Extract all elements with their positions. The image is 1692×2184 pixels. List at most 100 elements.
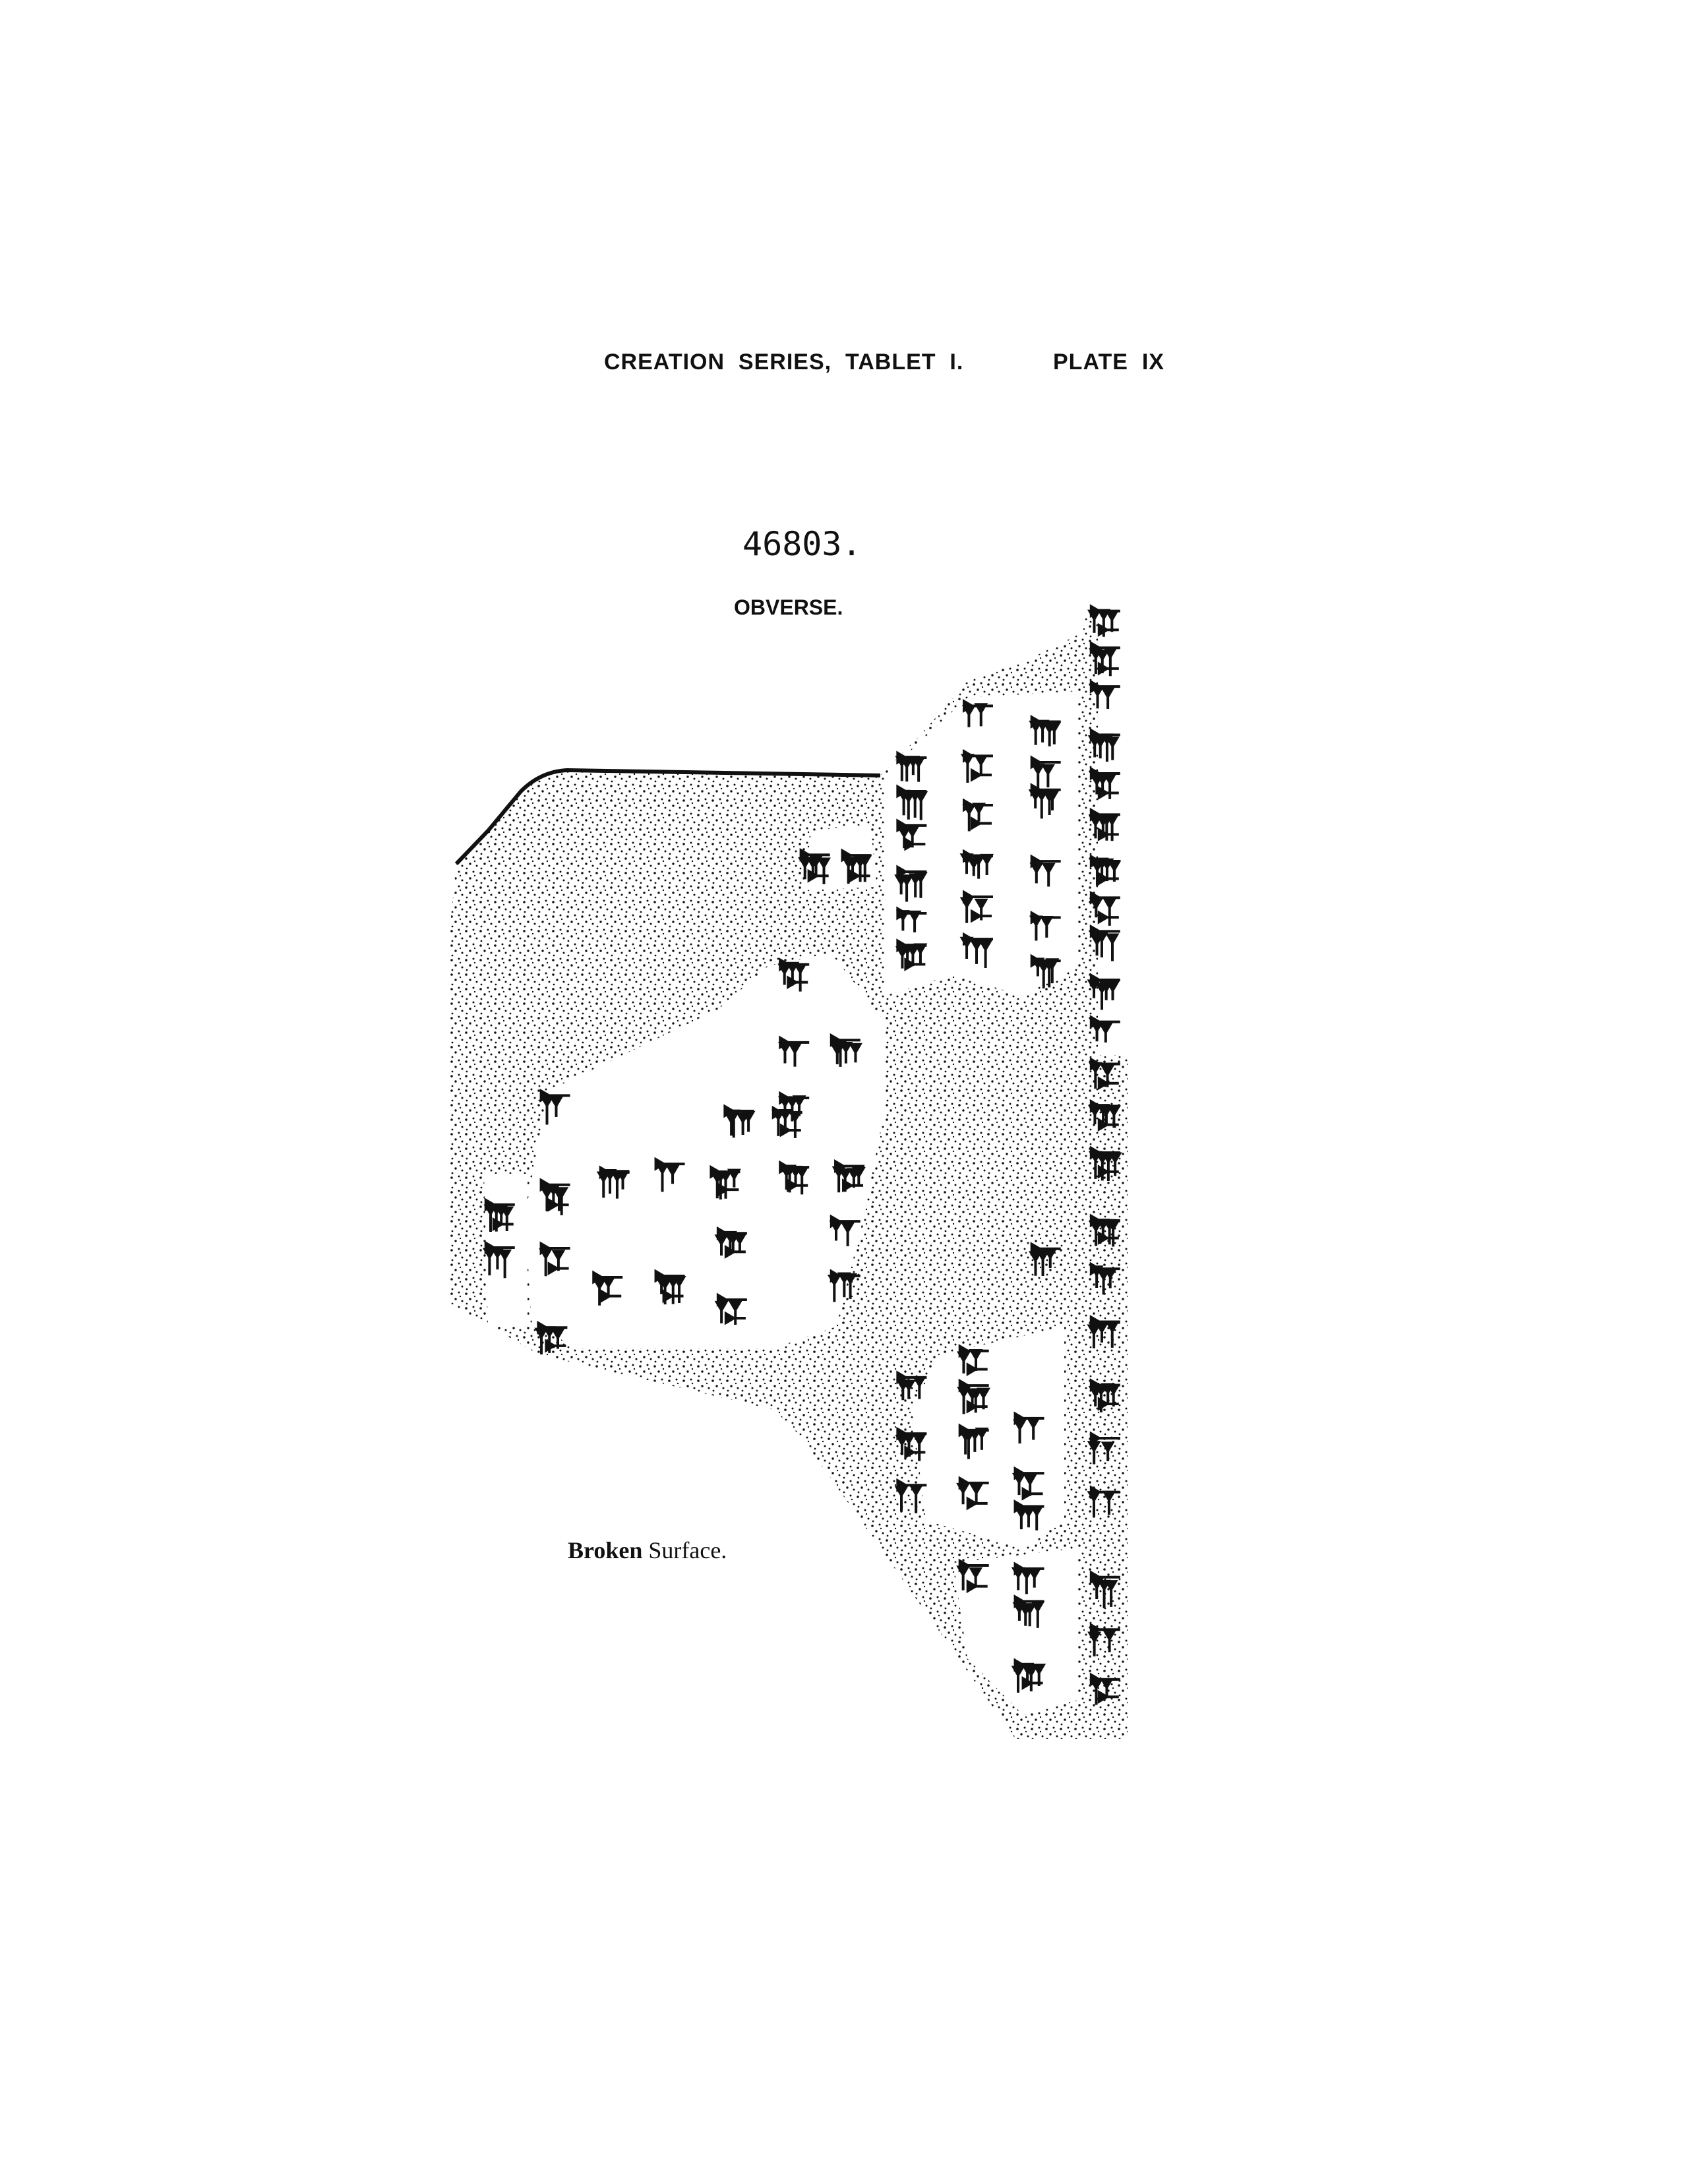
wedge-mark [500, 1206, 514, 1231]
cuneiform-sign [798, 847, 831, 884]
wedge-mark [1097, 1118, 1119, 1132]
wedge-mark [592, 1278, 607, 1306]
cuneiform-sign [779, 1160, 810, 1195]
wedge-mark [1103, 1267, 1118, 1289]
wedge-mark [1088, 1385, 1103, 1407]
cuneiform-sign [895, 1370, 927, 1401]
wedge-mark [540, 1096, 554, 1125]
cuneiform-sign [539, 1088, 570, 1125]
cuneiform-sign [1089, 640, 1120, 677]
wedge-mark [827, 1275, 841, 1302]
wedge-mark [960, 754, 975, 783]
cuneiform-sign [1088, 1057, 1120, 1091]
wedge-mark [777, 963, 792, 985]
cuneiform-sign [956, 1476, 989, 1511]
wedge-mark [795, 1166, 809, 1195]
wedge-mark [974, 898, 988, 921]
wedge-mark [901, 791, 916, 820]
wedge-mark [1097, 1689, 1119, 1704]
wedge-mark [1087, 1324, 1101, 1349]
cuneiform-sign [1011, 1658, 1046, 1693]
wedge-mark [666, 1276, 680, 1304]
cuneiform-sign [1029, 854, 1061, 887]
wedge-mark [1090, 860, 1104, 886]
wedge-mark [967, 1428, 982, 1452]
wedge-mark [894, 1486, 909, 1511]
wedge-mark [1101, 1152, 1116, 1182]
wedge-mark [539, 1248, 553, 1277]
wedge-mark [498, 1249, 512, 1279]
tablet-number: 46803. [742, 525, 862, 563]
wedge-mark [798, 857, 812, 880]
wedge-mark [907, 910, 922, 932]
wedge-mark [483, 1204, 498, 1232]
cuneiform-sign [777, 957, 810, 992]
wedge-mark [482, 1248, 497, 1276]
wedge-mark [1091, 685, 1105, 709]
cuneiform-sign [771, 1105, 802, 1138]
wedge-mark [1029, 915, 1043, 941]
tablet-edge-line [454, 768, 881, 866]
wedge-mark [970, 768, 992, 782]
wedge-mark [1102, 1490, 1116, 1515]
wedge-mark [1013, 1419, 1027, 1443]
wedge-mark [1045, 790, 1060, 810]
wedge-mark [897, 826, 911, 849]
wedge-mark [849, 868, 870, 883]
wedge-mark [726, 1232, 740, 1252]
wedge-mark [911, 756, 926, 782]
wedge-mark [717, 1182, 739, 1197]
wedge-mark [971, 854, 986, 879]
wedge-mark [1101, 687, 1115, 709]
wedge-mark [961, 705, 976, 727]
wedge-mark [1105, 1321, 1120, 1348]
wedge-mark [956, 1482, 971, 1505]
wedge-mark [858, 855, 872, 882]
wedge-mark [1103, 1629, 1117, 1653]
wedge-mark [913, 872, 928, 898]
wedge-mark [843, 1273, 858, 1299]
wedge-mark [728, 1300, 742, 1325]
cuneiform-sign [895, 750, 927, 782]
wedge-mark [1106, 1219, 1120, 1247]
wedge-mark [1089, 1578, 1104, 1600]
wedge-mark [966, 1579, 988, 1594]
wedge-mark [793, 963, 808, 992]
cuneiform-sign [1030, 954, 1061, 988]
cuneiform-sign [1011, 1562, 1044, 1594]
wedge-mark [975, 1427, 989, 1450]
wedge-mark [979, 940, 993, 969]
cuneiform-sign [1089, 1213, 1120, 1247]
wedge-mark [1105, 981, 1120, 1000]
wedge-mark [1021, 1676, 1043, 1690]
wedge-mark [1087, 609, 1101, 633]
wedge-mark [1097, 786, 1119, 801]
wedge-mark [957, 1387, 971, 1414]
wedge-mark [851, 1167, 866, 1186]
wedge-mark [665, 1165, 680, 1184]
cuneiform-sign [723, 1104, 756, 1138]
cuneiform-signs [482, 604, 1122, 1705]
wedge-mark [908, 873, 922, 897]
cuneiform-sign [1028, 783, 1061, 819]
cuneiform-sign [654, 1157, 685, 1192]
wedge-mark [1047, 721, 1062, 744]
series-title: CREATION SERIES, TABLET I. [604, 349, 964, 375]
wedge-mark [492, 1217, 514, 1231]
cuneiform-sign [1087, 1099, 1121, 1132]
wedge-mark [1097, 871, 1119, 886]
wedge-mark [1089, 924, 1120, 938]
cuneiform-sign [1089, 1261, 1120, 1295]
wedge-mark [1088, 1062, 1103, 1089]
cuneiform-sign [830, 1033, 862, 1067]
wedge-mark [1103, 648, 1118, 677]
wedge-mark [490, 1247, 504, 1270]
wedge-mark [895, 946, 909, 969]
cuneiform-sign [895, 906, 927, 932]
wedge-mark [1037, 961, 1051, 988]
wedge-mark [1087, 979, 1101, 998]
wedge-mark [727, 1168, 741, 1188]
cuneiform-sign [1088, 1378, 1121, 1412]
